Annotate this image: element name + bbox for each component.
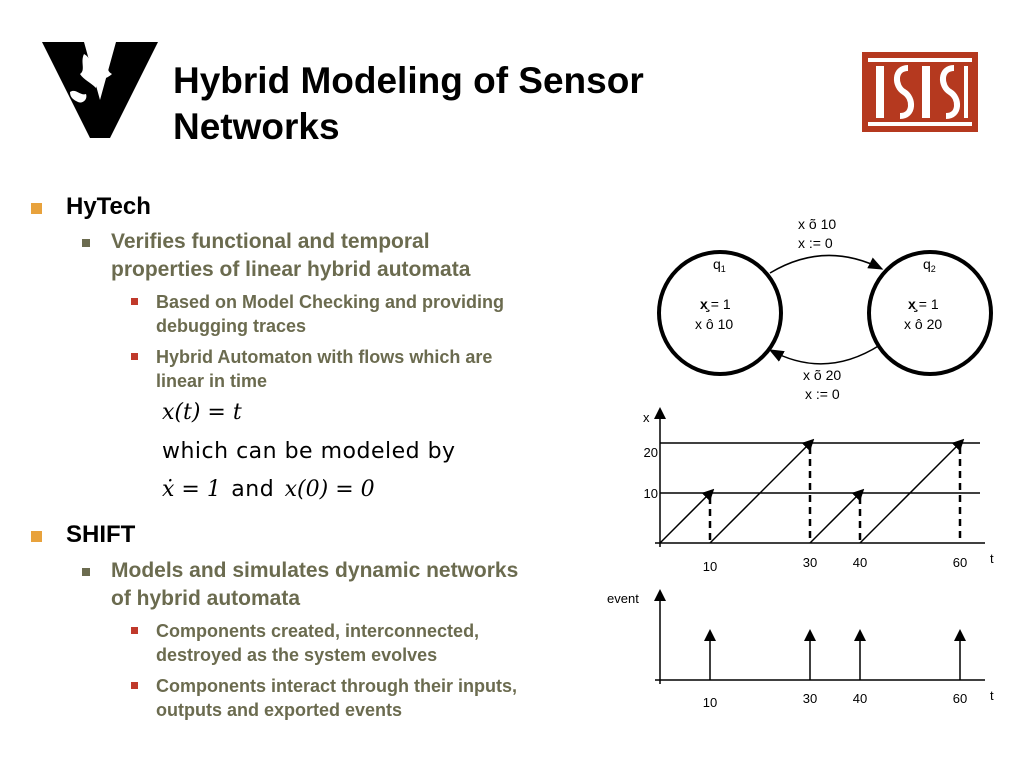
isis-logo: ISIS xyxy=(862,52,978,132)
q1-flow: x̧= 1 xyxy=(700,296,731,312)
hytech-sub1: Verifies functional and temporal propert… xyxy=(111,228,631,284)
shift-sub1b: Components interact through their inputs… xyxy=(156,674,626,722)
hytech-sub1-line1: Verifies functional and temporal xyxy=(111,230,430,253)
hybrid-automaton-diagram: x õ 10 x := 0 x õ 20 x := 0 q1 x̧= 1 x ô… xyxy=(657,216,993,402)
top-reset: x := 0 xyxy=(798,235,833,251)
ramp-segment xyxy=(709,438,815,544)
title-line-1: Hybrid Modeling of Sensor xyxy=(173,60,644,101)
shift-sub1b-line2: outputs and exported events xyxy=(156,700,403,720)
state-q2 xyxy=(867,250,993,376)
x-axis-label: t xyxy=(990,551,994,566)
slide-title: Hybrid Modeling of Sensor Networks xyxy=(173,58,773,150)
event-x-tick-label: 10 xyxy=(703,695,717,710)
bullet-square-icon xyxy=(131,298,138,305)
shift-sub1a: Components created, interconnected, dest… xyxy=(156,619,626,667)
bullet-square-icon xyxy=(131,682,138,689)
x-tick-label: 40 xyxy=(853,555,867,570)
event-x-tick-label: 30 xyxy=(803,691,817,706)
bullet-square-icon xyxy=(82,239,90,247)
top-guard: x õ 10 xyxy=(798,216,836,232)
event-t-label: t xyxy=(990,688,994,703)
hytech-sub1a-line1: Based on Model Checking and providing xyxy=(156,292,505,312)
hytech-sub1b-line1: Hybrid Automaton with flows which are xyxy=(156,347,493,367)
hytech-sub1-line2: properties of linear hybrid automata xyxy=(111,258,471,281)
logo-text: ISIS xyxy=(920,95,922,97)
hytech-sub1a-line2: debugging traces xyxy=(156,316,307,336)
title-line-2: Networks xyxy=(173,106,340,147)
math-equation-2: ẋ = 1 and x(0) = 0 xyxy=(162,477,375,502)
math-xdot: ẋ = 1 xyxy=(162,477,221,502)
state-q1 xyxy=(657,250,783,376)
q2-label: q2 xyxy=(923,256,936,274)
logo-letter: V xyxy=(100,99,101,101)
shift-sub1: Models and simulates dynamic networks of… xyxy=(111,557,631,613)
hytech-sub1a: Based on Model Checking and providing de… xyxy=(156,290,626,338)
shift-sub1-line1: Models and simulates dynamic networks xyxy=(111,559,519,582)
shift-sub1a-line2: destroyed as the system evolves xyxy=(156,645,438,665)
bullet-square-icon xyxy=(82,568,90,576)
x-tick-label: 60 xyxy=(953,555,967,570)
math-equation-1: x(t) = t xyxy=(162,400,242,425)
q1-invariant: x ô 10 xyxy=(695,316,733,332)
q1-label: q1 xyxy=(713,256,726,274)
shift-sub1a-line1: Components created, interconnected, xyxy=(156,621,480,641)
math-and: and xyxy=(231,477,275,502)
y-tick-label-20: 20 xyxy=(644,445,658,460)
bullet-square-icon xyxy=(131,353,138,360)
event-x-tick-label: 40 xyxy=(853,691,867,706)
bullet-square-icon xyxy=(31,203,42,214)
y-axis-label: x xyxy=(643,410,650,425)
shift-sub1b-line1: Components interact through their inputs… xyxy=(156,676,517,696)
bottom-guard: x õ 20 xyxy=(803,367,841,383)
bottom-reset: x := 0 xyxy=(805,386,840,402)
math-x0: x(0) = 0 xyxy=(284,477,375,502)
transition-q1-q2 xyxy=(769,254,884,274)
y-tick-label-10: 10 xyxy=(644,486,658,501)
event-axis-label: event xyxy=(607,591,639,606)
ramp-segment xyxy=(659,488,715,544)
event-x-tick-label: 60 xyxy=(953,691,967,706)
bullet-square-icon xyxy=(31,531,42,542)
q2-invariant: x ô 20 xyxy=(904,316,942,332)
bullet-square-icon xyxy=(131,627,138,634)
timing-charts: x t 20 10 10 30 40 60 event t 10 30 40 60 xyxy=(607,407,994,710)
shift-sub1-line2: of hybrid automata xyxy=(111,587,301,610)
vanderbilt-logo: V xyxy=(42,42,158,138)
q2-flow: x̧= 1 xyxy=(908,296,939,312)
x-tick-label: 30 xyxy=(803,555,817,570)
hytech-heading: HyTech xyxy=(66,193,151,220)
math-text: which can be modeled by xyxy=(162,439,456,464)
shift-heading: SHIFT xyxy=(66,521,136,548)
ramp-segment xyxy=(859,438,965,544)
ramp-segment xyxy=(809,488,865,544)
transition-q2-q1 xyxy=(768,344,881,365)
x-tick-label: 10 xyxy=(703,559,717,574)
hytech-sub1b-line2: linear in time xyxy=(156,371,268,391)
hytech-sub1b: Hybrid Automaton with flows which are li… xyxy=(156,345,626,393)
